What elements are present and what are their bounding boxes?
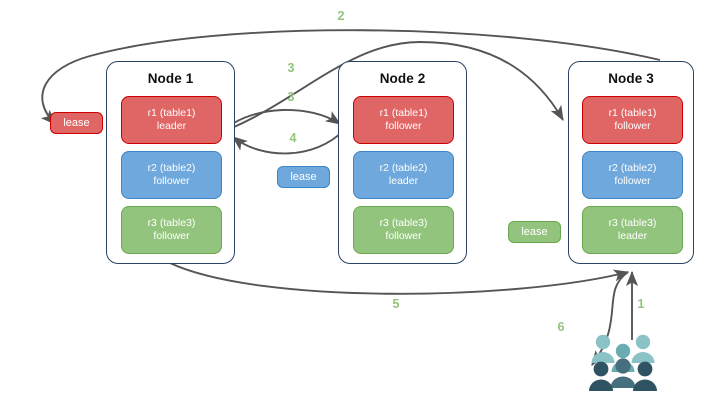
step-label-3a: 3 <box>287 61 295 75</box>
step-label-5: 5 <box>392 297 400 311</box>
range-role: leader <box>617 230 648 242</box>
range-r3-node3: r3 (table3) leader <box>582 206 683 254</box>
range-name: r2 (table2) <box>608 162 657 174</box>
range-role: follower <box>614 175 651 187</box>
range-role: leader <box>388 175 419 187</box>
range-name: r3 (table3) <box>379 217 428 229</box>
node-title: Node 3 <box>608 71 654 86</box>
range-r1-node2: r1 (table1) follower <box>353 96 454 144</box>
arrow-step-5 <box>169 262 630 295</box>
lease-label: lease <box>521 226 548 238</box>
node-title: Node 2 <box>379 71 426 86</box>
arrow-step-3-to-node3 <box>226 41 564 131</box>
lease-badge-r2: lease <box>277 166 330 188</box>
node-container-node3: Node 3 r1 (table1) follower r2 (table2) … <box>568 61 694 264</box>
range-r1-node1: r1 (table1) leader <box>121 96 222 144</box>
range-name: r3 (table3) <box>608 217 657 229</box>
arrow-step-2 <box>40 29 661 125</box>
step-label-6: 6 <box>557 320 565 334</box>
step-label-1: 1 <box>637 297 645 311</box>
range-name: r2 (table2) <box>147 162 196 174</box>
step-label-2: 2 <box>337 9 345 23</box>
node-container-node1: Node 1 r1 (table1) leader r2 (table2) fo… <box>106 61 235 264</box>
range-name: r1 (table1) <box>147 107 196 119</box>
range-role: follower <box>385 230 422 242</box>
node-container-node2: Node 2 r1 (table1) follower r2 (table2) … <box>338 61 467 264</box>
range-r1-node3: r1 (table1) follower <box>582 96 683 144</box>
range-role: follower <box>385 120 422 132</box>
range-name: r3 (table3) <box>147 217 196 229</box>
range-name: r1 (table1) <box>608 107 657 119</box>
step-label-4: 4 <box>289 131 297 145</box>
range-role: follower <box>614 120 651 132</box>
arrow-step-3-to-node2 <box>224 109 341 130</box>
node-title: Node 1 <box>147 71 194 86</box>
range-r3-node1: r3 (table3) follower <box>121 206 222 254</box>
users-icon <box>589 334 657 391</box>
range-name: r2 (table2) <box>379 162 428 174</box>
range-role: follower <box>153 175 190 187</box>
range-r2-node1: r2 (table2) follower <box>121 151 222 199</box>
step-label-3b: 3 <box>287 90 295 104</box>
range-name: r1 (table1) <box>379 107 428 119</box>
range-r3-node2: r3 (table3) follower <box>353 206 454 254</box>
range-r2-node2: r2 (table2) leader <box>353 151 454 199</box>
lease-badge-r1: lease <box>50 112 103 134</box>
range-role: leader <box>156 120 187 132</box>
arrow-step-6 <box>591 271 629 366</box>
lease-badge-r3: lease <box>508 221 561 243</box>
lease-label: lease <box>290 171 317 183</box>
range-role: follower <box>153 230 190 242</box>
range-r2-node3: r2 (table2) follower <box>582 151 683 199</box>
lease-label: lease <box>63 117 90 129</box>
arrow-step-4 <box>232 129 345 155</box>
